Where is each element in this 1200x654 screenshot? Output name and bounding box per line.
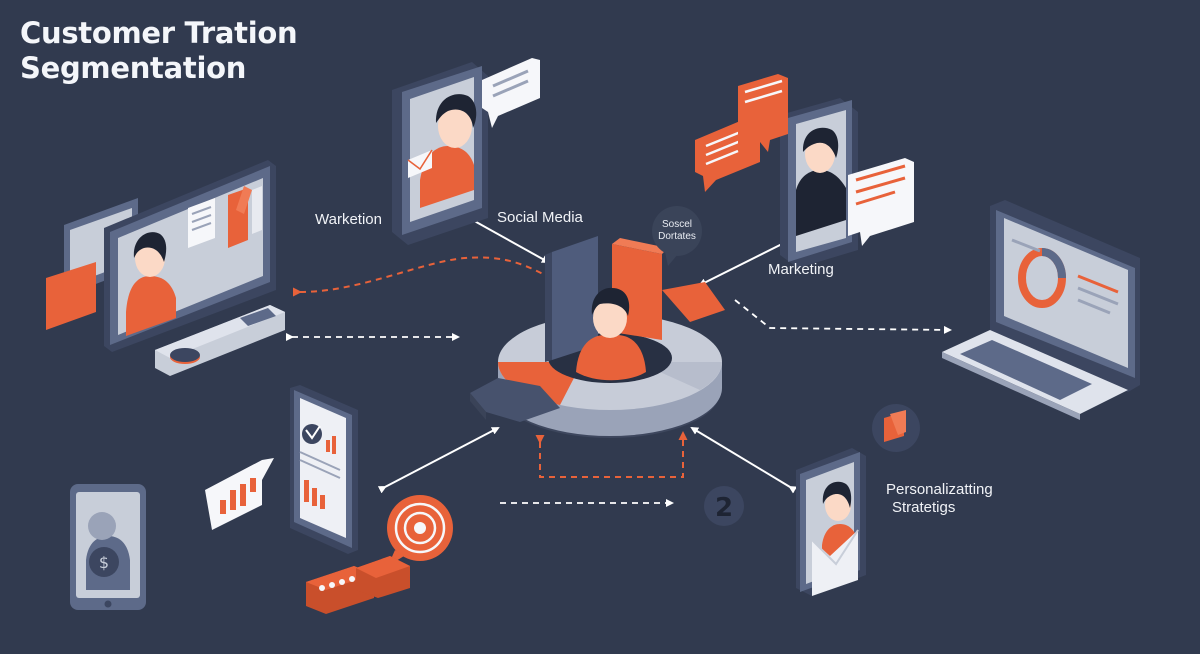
label-warketion: Warketion [315, 211, 382, 228]
title-line-2: Segmentation [20, 51, 247, 85]
arrow-personalizing-to-hub [690, 426, 798, 494]
connector-arrows [286, 206, 952, 507]
svg-text:2: 2 [715, 493, 733, 523]
central-hub-ring [470, 236, 725, 438]
arrow-hub-to-right-laptop [734, 299, 952, 334]
hub-person-face-icon [593, 298, 627, 338]
label-personalizing: Personalizatting Stratetigs [886, 481, 993, 517]
label-social-media: Social Media [497, 209, 583, 226]
label-personalizing-line-1: Personalizatting [886, 481, 993, 498]
top-center-profile-panel [392, 58, 540, 245]
email-profile-card [796, 448, 866, 596]
right-laptop [942, 200, 1140, 420]
document-badge-icon [872, 404, 920, 452]
chat-bubble-icon [482, 58, 540, 128]
top-right-profile-panel [695, 74, 914, 268]
label-personalizing-line-2: Stratetigs [892, 499, 956, 516]
target-icon [387, 495, 453, 566]
page-title: Customer Tration Segmentation [20, 16, 298, 86]
left-monitor [46, 160, 285, 376]
arrow-hub-to-warketion-orange [292, 256, 546, 297]
hub-person-body-icon [576, 335, 646, 381]
left-phone: $ [70, 484, 146, 610]
arrow-orange-loop-bottom [535, 431, 688, 478]
bubble-label: Soscel Dortates [647, 219, 707, 243]
label-marketing: Marketing [768, 261, 834, 278]
arrow-tablet-to-hub [377, 427, 500, 494]
analytics-tablet [205, 385, 358, 554]
bubble-label-line-2: Dortates [658, 231, 696, 242]
arrow-marketing-to-hub [698, 233, 798, 286]
bar-chart-card-icon [205, 458, 274, 530]
bubble-label-line-1: Soscel [661, 219, 692, 230]
card-tokens [306, 556, 410, 614]
social-data-bubble [652, 206, 702, 266]
number-two-badge-icon: 2 [704, 486, 744, 526]
title-line-1: Customer Tration [20, 16, 298, 50]
svg-text:$: $ [99, 553, 109, 572]
